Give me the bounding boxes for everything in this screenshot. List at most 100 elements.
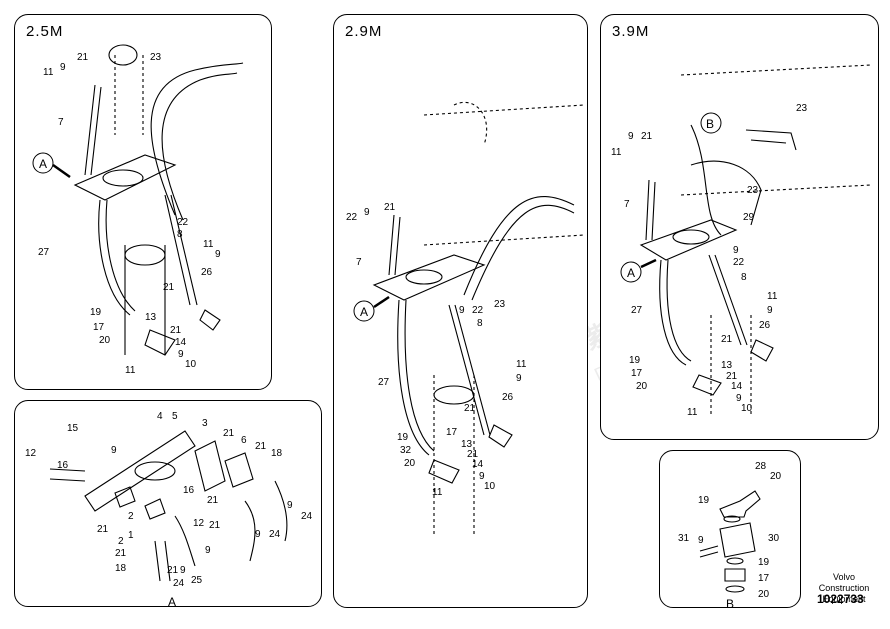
part-label: 6 (241, 435, 247, 446)
part-label: 2 (128, 511, 134, 522)
part-label: 32 (400, 445, 412, 456)
panel-title: 2.5M (26, 23, 64, 40)
document-number: 1022733 (817, 592, 864, 606)
part-label: 9 (180, 565, 186, 576)
detail-b-diagram: 28 20 19 31 9 30 19 17 20 (678, 461, 782, 600)
panel-title: 3.9M (612, 23, 650, 40)
part-label: 11 (125, 365, 136, 376)
part-label: 13 (461, 439, 473, 450)
part-label: 8 (477, 318, 483, 329)
part-label: 20 (758, 589, 770, 600)
part-label: 24 (301, 511, 313, 522)
part-label: 21 (209, 520, 221, 531)
part-label: 9 (60, 62, 66, 73)
part-label: 7 (356, 257, 362, 268)
part-label: 26 (759, 320, 771, 331)
part-label: 3 (202, 418, 208, 429)
part-label: 29 (743, 212, 755, 223)
callout-a: A (627, 266, 635, 280)
part-label: 19 (90, 307, 102, 318)
part-label: 18 (271, 448, 283, 459)
hydraulic-diagram-2-5m: A 11 9 21 23 7 22 8 11 9 27 26 21 19 17 … (32, 44, 244, 376)
part-label: 27 (38, 247, 50, 258)
part-label: 21 (464, 403, 476, 414)
part-label: 9 (767, 305, 773, 316)
part-label: 19 (758, 557, 770, 568)
detail-a-label: A (166, 595, 179, 607)
part-label: 9 (364, 207, 370, 218)
panel-2-5m: 2.5M A 11 9 (14, 14, 272, 390)
part-label: 16 (183, 485, 195, 496)
part-label: 9 (736, 393, 742, 404)
part-label: 21 (97, 524, 109, 535)
part-label: 8 (177, 229, 183, 240)
part-label: 10 (185, 359, 197, 370)
part-label: 26 (502, 392, 514, 403)
part-label: 11 (516, 359, 527, 370)
part-label: 11 (43, 67, 54, 78)
panel-detail-b: 28 20 19 31 9 30 19 17 20 B (659, 450, 801, 608)
part-label: 8 (741, 272, 747, 283)
publisher-credit: Volvo Construction Equipment (808, 572, 880, 605)
part-label: 21 (467, 449, 479, 460)
part-label: 21 (77, 52, 89, 63)
part-label: 23 (150, 52, 162, 63)
part-label: 9 (255, 529, 261, 540)
part-label: 15 (67, 423, 79, 434)
part-label: 11 (432, 487, 443, 498)
part-label: 7 (624, 199, 630, 210)
part-label: 1 (128, 530, 134, 541)
part-label: 23 (747, 185, 759, 196)
part-label: 5 (172, 411, 178, 422)
part-label: 20 (770, 471, 782, 482)
part-label: 9 (459, 305, 465, 316)
part-label: 21 (384, 202, 396, 213)
part-label: 26 (201, 267, 213, 278)
panel-3-9m: 3.9M B A 23 9 11 21 23 7 2 (600, 14, 879, 440)
part-label: 20 (404, 458, 416, 469)
part-label: 11 (687, 407, 698, 418)
part-label: 25 (191, 575, 203, 586)
part-label: 22 (177, 217, 189, 228)
panel-detail-a: 15 9 12 16 4 5 3 21 6 21 18 2 16 21 12 2… (14, 400, 322, 607)
part-label: 21 (167, 565, 179, 576)
part-label: 17 (758, 573, 770, 584)
part-label: 21 (726, 371, 738, 382)
part-label: 13 (145, 312, 157, 323)
part-label: 21 (207, 495, 219, 506)
part-label: 24 (173, 578, 185, 589)
part-label: 19 (629, 355, 641, 366)
part-label: 23 (494, 299, 506, 310)
part-label: 12 (193, 518, 205, 529)
part-label: 20 (636, 381, 648, 392)
part-label: 21 (223, 428, 235, 439)
part-label: 7 (58, 117, 64, 128)
part-label: 4 (157, 411, 163, 422)
hydraulic-diagram-2-9m: A 22 9 21 7 23 9 22 8 27 11 9 26 21 19 3… (346, 101, 585, 535)
part-label: 9 (178, 349, 184, 360)
part-label: 9 (215, 249, 221, 260)
part-label: 14 (731, 381, 743, 392)
part-label: 18 (115, 563, 127, 574)
part-label: 13 (721, 360, 733, 371)
part-label: 12 (25, 448, 37, 459)
part-label: 17 (446, 427, 458, 438)
part-label: 19 (397, 432, 409, 443)
part-label: 22 (346, 212, 358, 223)
part-label: 30 (768, 533, 780, 544)
part-label: 21 (170, 325, 182, 336)
detail-a-diagram: 15 9 12 16 4 5 3 21 6 21 18 2 16 21 12 2… (25, 411, 313, 606)
part-label: 9 (479, 471, 485, 482)
part-label: 17 (631, 368, 643, 379)
callout-a: A (39, 157, 47, 171)
panel-2-9m: 2.9M A 22 9 21 7 23 9 22 (333, 14, 588, 608)
part-label: 20 (99, 335, 111, 346)
part-label: 27 (378, 377, 390, 388)
part-label: 28 (755, 461, 767, 472)
detail-b-label: B (724, 597, 737, 607)
part-label: 11 (767, 291, 778, 302)
publisher-line-1: Volvo Construction (818, 572, 870, 593)
part-label: 31 (678, 533, 690, 544)
part-label: 9 (733, 245, 739, 256)
part-label: 16 (57, 460, 69, 471)
